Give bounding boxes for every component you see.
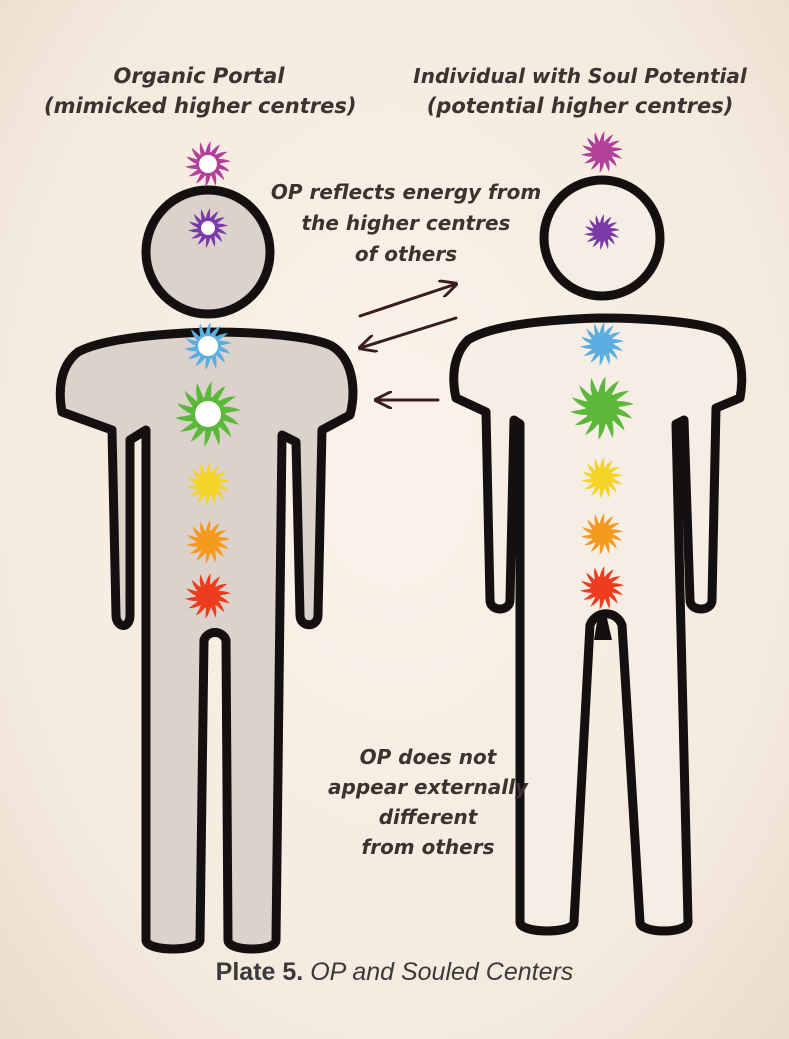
annotation-bottom-line-2: appear externally — [318, 775, 538, 799]
annotation-bottom-line-4: from others — [318, 835, 538, 859]
right-third-eye-chakra-core — [593, 223, 612, 242]
right-solar-plexus-chakra-core — [591, 467, 613, 489]
right-root-chakra-core — [590, 576, 613, 599]
arrow-to-left-upper — [360, 318, 456, 348]
annotation-top-line-3: of others — [256, 242, 556, 266]
arrow-to-right — [360, 284, 456, 316]
caption-text: OP and Souled Centers — [310, 958, 573, 986]
annotation-top-line-2: the higher centres — [256, 211, 556, 235]
right-crown-chakra — [581, 131, 623, 173]
left-sacral-chakra-core — [196, 530, 219, 553]
right-figure-title: Individual with Soul Potential — [410, 64, 750, 88]
left-figure-title: Organic Portal — [64, 64, 334, 88]
right-heart-chakra-core — [585, 391, 619, 425]
caption-label: Plate 5. — [216, 958, 304, 986]
left-root-chakra-core — [196, 584, 220, 608]
annotation-top-line-1: OP reflects energy from — [256, 180, 556, 204]
right-crown-chakra-core — [591, 141, 613, 163]
annotation-bottom-line-1: OP does not — [318, 745, 538, 769]
organic-portal-figure — [60, 190, 353, 949]
left-throat-chakra-hollow-centre — [198, 336, 218, 356]
arrows — [360, 284, 456, 400]
left-figure-subtitle: (mimicked higher centres) — [44, 94, 354, 118]
left-head — [146, 190, 270, 314]
right-throat-chakra-core — [590, 332, 613, 355]
left-crown-chakra-hollow-centre — [199, 155, 217, 173]
left-heart-chakra-hollow-centre — [195, 401, 221, 427]
annotation-bottom-line-3: different — [318, 805, 538, 829]
left-third-eye-chakra-hollow-centre — [201, 221, 215, 235]
caption: Plate 5. OP and Souled Centers — [0, 958, 789, 987]
right-sacral-chakra-core — [591, 523, 613, 545]
right-figure-subtitle: (potential higher centres) — [420, 94, 740, 118]
left-solar-plexus-chakra-core — [196, 472, 219, 495]
left-crown-chakra — [185, 141, 231, 187]
